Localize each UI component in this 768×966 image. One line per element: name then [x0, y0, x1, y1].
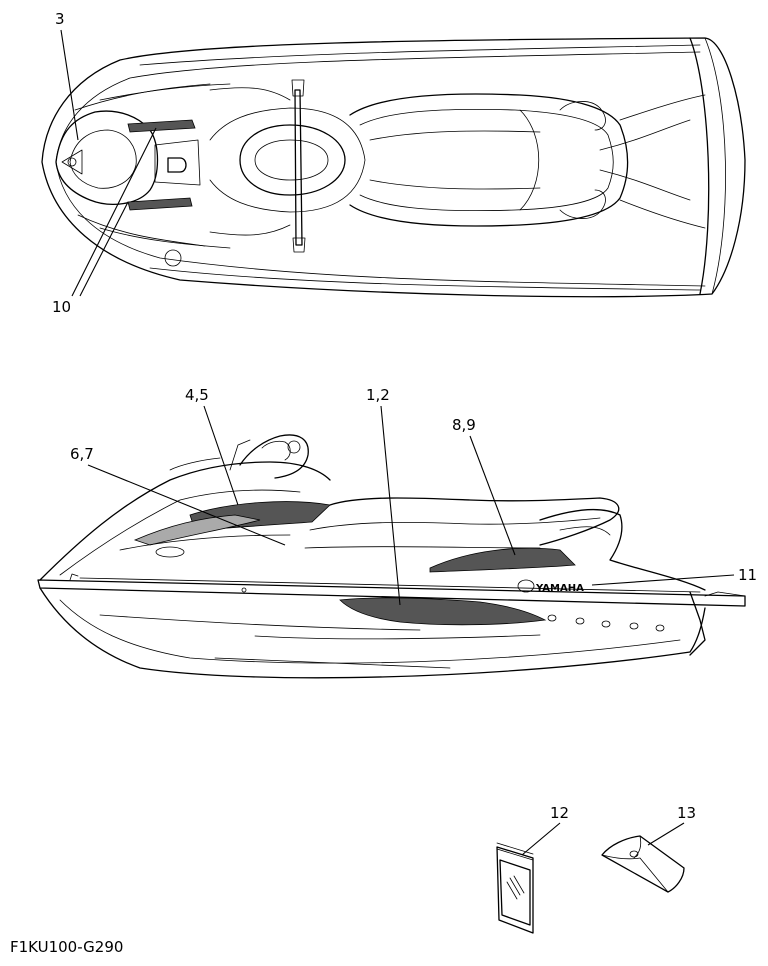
- parts-callouts: 12 13: [521, 804, 696, 856]
- top-view-watercraft: [41, 37, 746, 298]
- leader-12: [521, 822, 561, 856]
- callout-8-9: 8,9: [452, 416, 476, 434]
- leader-3: [60, 29, 79, 141]
- callout-11: 11: [738, 566, 757, 584]
- callout-12: 12: [550, 804, 569, 822]
- leader-11: [591, 574, 735, 586]
- figure-code: F1KU100-G290: [10, 938, 123, 956]
- callout-1-2: 1,2: [366, 386, 390, 404]
- callout-3: 3: [55, 10, 65, 28]
- callout-4-5: 4,5: [185, 386, 209, 404]
- leader-4-5: [203, 405, 239, 506]
- callout-10: 10: [52, 298, 71, 316]
- part-12-decal-sheet: [496, 842, 534, 934]
- callout-13: 13: [677, 804, 696, 822]
- leader-6-7: [87, 464, 286, 546]
- leader-8-9: [469, 435, 516, 556]
- leader-10b: [79, 201, 129, 297]
- leader-1-2: [380, 405, 401, 606]
- side-view-watercraft: YAMAHA: [37, 434, 746, 679]
- leader-10a: [71, 127, 157, 297]
- part-13-pouch: [601, 835, 685, 893]
- leader-13: [647, 822, 685, 846]
- side-view-callouts: 4,5 1,2 8,9 6,7 11: [70, 386, 757, 606]
- callout-6-7: 6,7: [70, 445, 94, 463]
- brand-logo-text: YAMAHA: [535, 583, 584, 594]
- top-view-callouts: 3 10: [52, 10, 157, 316]
